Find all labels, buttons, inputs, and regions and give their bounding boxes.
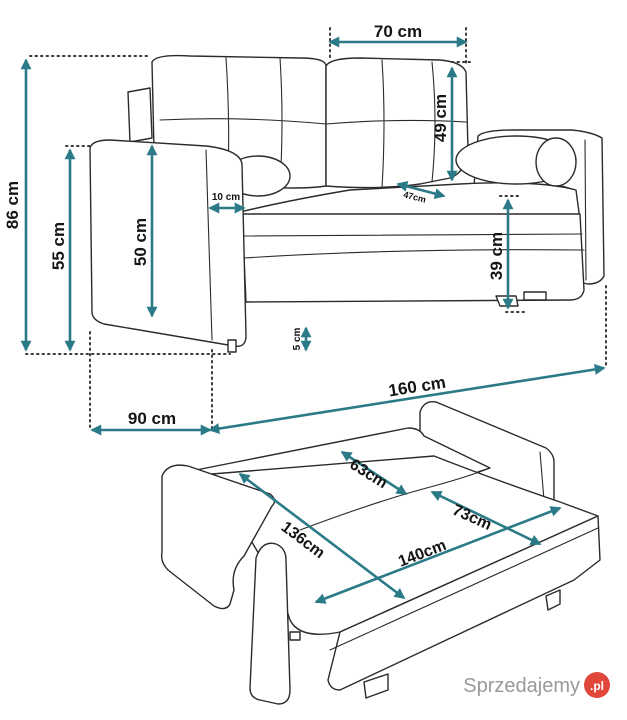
sofa-front-view [89, 54, 605, 353]
seat-cushion [239, 182, 581, 223]
sofa-base [241, 213, 585, 303]
tufting-horizontal [159, 118, 467, 125]
dimension-lines-top [20, 36, 606, 436]
bolster-right-end [535, 137, 577, 187]
label-backrest-cushion-height: 49 cm [431, 94, 450, 142]
leg-front-left [227, 339, 237, 353]
reference-lines [25, 27, 607, 429]
label-seat-height: 50 cm [131, 218, 150, 266]
label-armrest-width: 10 cm [212, 192, 240, 203]
right-arm-edge [584, 139, 587, 281]
dimension-lines-bed [238, 450, 562, 604]
left-arm [89, 139, 247, 347]
watermark-badge-text: .pl [590, 679, 604, 693]
label-backrest-width: 70 cm [374, 22, 422, 41]
watermark-text: Sprzedajemy [463, 675, 580, 697]
bed-left-arm-front [249, 542, 291, 705]
label-seat-front-height: 39 cm [487, 232, 506, 280]
bed-right-arm-edge [539, 451, 545, 501]
sofa-bed-view [160, 401, 601, 705]
label-total-height: 86 cm [3, 181, 22, 229]
bed-leg-right [545, 589, 561, 611]
label-leg-height: 5 cm [292, 327, 303, 350]
base-lines [243, 233, 585, 259]
left-back-side [127, 87, 153, 143]
bed-leg-back [289, 631, 301, 641]
label-armrest-height: 55 cm [49, 222, 68, 270]
watermark-badge-icon [584, 672, 610, 698]
watermark: Sprzedajemy .pl [463, 672, 610, 698]
leg-front-right [523, 291, 547, 301]
left-arm-edge [205, 149, 213, 341]
label-depth: 90 cm [128, 409, 176, 428]
bed-leg-front [363, 673, 389, 699]
